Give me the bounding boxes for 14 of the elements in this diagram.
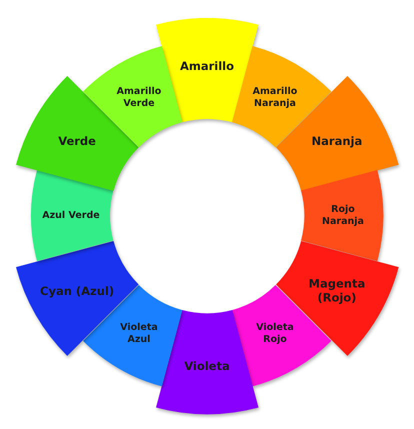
segment-label: Violeta Rojo [255, 322, 295, 346]
segment-label: Amarillo [178, 58, 235, 74]
segment-label: Verde [57, 134, 97, 148]
segment-label: Cyan (Azul) [39, 284, 116, 298]
segment-label: Violeta [183, 358, 231, 374]
segment-label: Naranja [310, 134, 364, 148]
segment-label: Magenta (Rojo) [308, 276, 366, 306]
segment-label: Rojo Naranja [321, 204, 365, 228]
segment-label: Amarillo Naranja [252, 86, 298, 110]
segment-label: Amarillo Verde [116, 86, 162, 110]
segment-label: Azul Verde [41, 210, 101, 222]
color-wheel-segment [31, 170, 114, 262]
segment-label: Violeta Azul [119, 322, 159, 346]
color-wheel-segment [300, 170, 383, 262]
